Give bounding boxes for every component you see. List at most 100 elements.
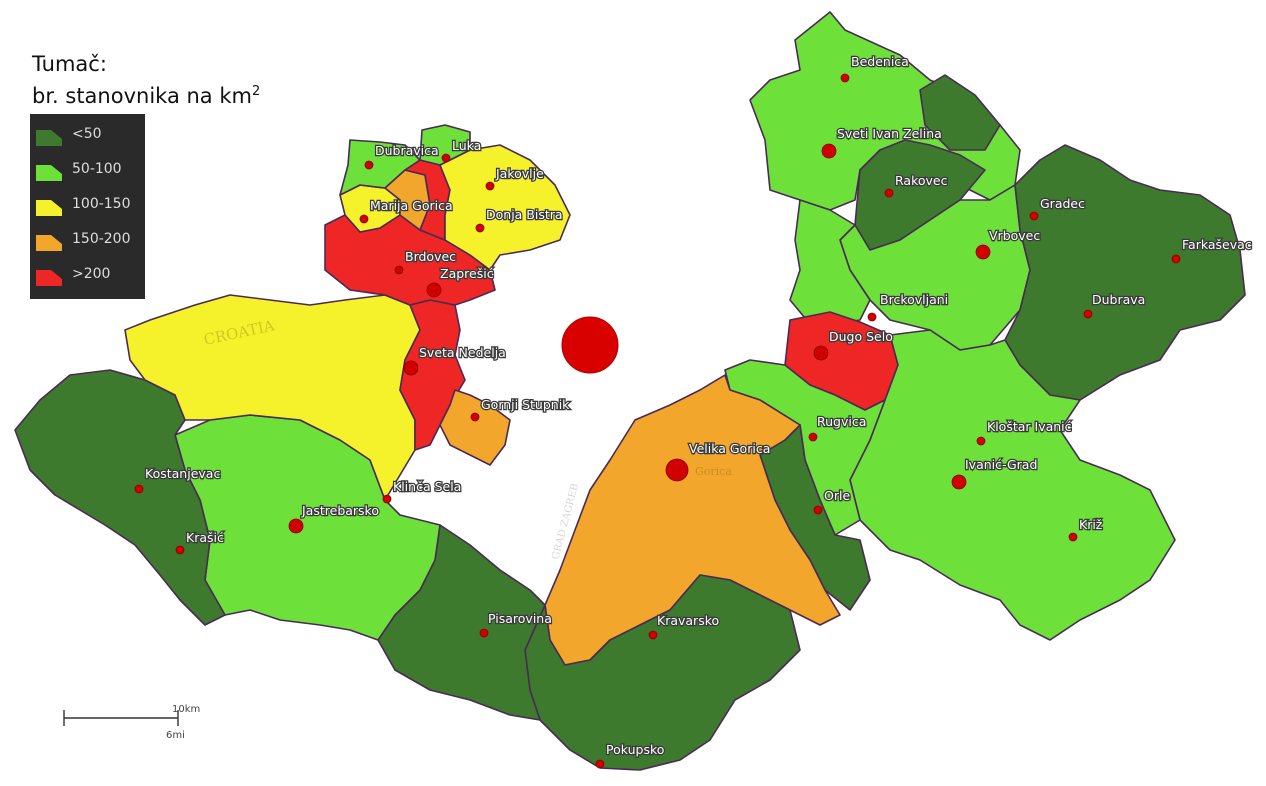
- legend: <50 50-100 100-150 150-200 >200: [30, 114, 145, 299]
- legend-swatch-shape: [36, 235, 62, 251]
- place-label: Gradec: [1040, 196, 1085, 211]
- place-marker[interactable]: Dubrava: [1083, 291, 1147, 319]
- place-label: Kravarsko: [657, 613, 719, 628]
- legend-item: >200: [36, 261, 144, 291]
- place-dot[interactable]: [470, 412, 480, 422]
- place-dot[interactable]: [665, 458, 689, 482]
- place-dot[interactable]: [951, 474, 967, 490]
- place-dot[interactable]: [364, 160, 374, 170]
- region-ne-dark[interactable]: [919, 74, 1001, 151]
- place-marker[interactable]: Ivanić-Grad: [951, 456, 1039, 490]
- place-marker[interactable]: Luka: [441, 137, 483, 163]
- place-dot[interactable]: [359, 214, 369, 224]
- place-marker[interactable]: Zaprešić: [426, 265, 495, 298]
- place-marker[interactable]: Farkaševac: [1171, 236, 1253, 264]
- legend-swatch-shape: [36, 270, 62, 286]
- place-label: Dubrava: [1092, 292, 1145, 307]
- place-marker[interactable]: Kostanjevac: [134, 465, 222, 494]
- place-label: Rugvica: [817, 414, 866, 429]
- place-marker[interactable]: Sveti Ivan Zelina: [821, 125, 943, 159]
- place-marker[interactable]: Kravarsko: [648, 612, 720, 640]
- place-marker[interactable]: Sveta Nedelja: [403, 344, 507, 376]
- place-dot[interactable]: [175, 545, 185, 555]
- place-dot[interactable]: [1083, 309, 1093, 319]
- place-dot[interactable]: [648, 630, 658, 640]
- place-dot[interactable]: [884, 188, 894, 198]
- place-dot[interactable]: [975, 244, 991, 260]
- place-marker[interactable]: Bedenica: [840, 53, 910, 83]
- region-kravarsko-pokupsko[interactable]: [524, 574, 801, 771]
- place-dot[interactable]: [288, 518, 304, 534]
- place-dot[interactable]: [475, 223, 485, 233]
- legend-label: 150-200: [72, 231, 131, 247]
- place-label: Križ: [1079, 517, 1103, 532]
- place-label: Pokupsko: [606, 742, 664, 757]
- zagreb-city-marker[interactable]: [561, 316, 619, 374]
- place-marker[interactable]: Rugvica: [808, 413, 868, 442]
- place-marker[interactable]: Gradec: [1029, 195, 1086, 221]
- place-marker[interactable]: Donja Bistra: [475, 206, 564, 233]
- place-dot[interactable]: [595, 759, 605, 769]
- place-marker[interactable]: Marija Gorica: [359, 197, 454, 224]
- place-marker[interactable]: Klinča Sela: [382, 478, 463, 504]
- place-marker[interactable]: Pisarovina: [479, 610, 553, 638]
- scale-mi-label: 6mi: [166, 730, 185, 741]
- place-marker[interactable]: Orle: [813, 487, 852, 515]
- legend-title: Tumač:: [32, 52, 107, 76]
- place-label: Bedenica: [851, 54, 909, 69]
- place-dot[interactable]: [976, 436, 986, 446]
- place-dot[interactable]: [840, 73, 850, 83]
- place-dot[interactable]: [821, 143, 837, 159]
- place-marker[interactable]: Pokupsko: [595, 741, 666, 769]
- place-marker[interactable]: Kloštar Ivanić: [976, 418, 1073, 446]
- place-marker[interactable]: Brdovec: [394, 248, 457, 275]
- place-dot[interactable]: [394, 265, 404, 275]
- place-label: Donja Bistra: [486, 207, 563, 222]
- place-dot[interactable]: [867, 312, 877, 322]
- place-marker[interactable]: Dubravica: [364, 142, 440, 170]
- place-dot[interactable]: [1029, 211, 1039, 221]
- legend-item: 150-200: [36, 226, 144, 256]
- legend-label: 100-150: [72, 196, 131, 212]
- place-marker[interactable]: Krašić: [175, 529, 225, 555]
- place-marker[interactable]: Brckovljani: [867, 291, 949, 322]
- place-marker[interactable]: Jastrebarsko: [288, 502, 380, 534]
- place-marker[interactable]: Vrbovec: [975, 227, 1042, 260]
- place-dot[interactable]: [813, 505, 823, 515]
- place-label: Marija Gorica: [370, 198, 453, 213]
- region-brckovljani[interactable]: [789, 199, 871, 326]
- legend-swatch-shape: [36, 130, 62, 146]
- place-marker[interactable]: Križ: [1068, 516, 1104, 542]
- place-dot[interactable]: [382, 494, 392, 504]
- legend-item: <50: [36, 121, 144, 151]
- region-gradec-farkasevac-dubrava[interactable]: [1004, 144, 1246, 401]
- place-dot[interactable]: [426, 282, 442, 298]
- place-dot[interactable]: [813, 345, 829, 361]
- place-dot[interactable]: [403, 360, 419, 376]
- place-marker[interactable]: Jakovlje: [485, 165, 545, 191]
- place-dot[interactable]: [134, 484, 144, 494]
- region-dubravica[interactable]: [339, 139, 421, 196]
- place-dot[interactable]: [479, 628, 489, 638]
- place-dot[interactable]: [1171, 254, 1181, 264]
- region-klostar-ivanic-grad-kriz[interactable]: [849, 329, 1176, 641]
- municipality-polygons: [14, 11, 1246, 771]
- place-dot[interactable]: [441, 153, 451, 163]
- place-dot[interactable]: [808, 432, 818, 442]
- region-gornji-stupnik[interactable]: [439, 389, 511, 466]
- place-marker[interactable]: Gornji Stupnik: [470, 396, 571, 422]
- place-marker[interactable]: Rakovec: [884, 172, 949, 198]
- place-marker[interactable]: Velika Gorica: [665, 440, 772, 482]
- place-marker[interactable]: Dugo Selo: [813, 328, 894, 361]
- region-luka[interactable]: [419, 124, 471, 166]
- place-dot[interactable]: [1068, 532, 1078, 542]
- region-kostanjevac-krasic[interactable]: [14, 369, 226, 626]
- legend-label: >200: [72, 266, 111, 282]
- legend-item: 50-100: [36, 156, 144, 186]
- region-donja-bistra-jakovlje[interactable]: [439, 144, 571, 271]
- place-dot[interactable]: [485, 181, 495, 191]
- place-label: Dugo Selo: [829, 329, 893, 344]
